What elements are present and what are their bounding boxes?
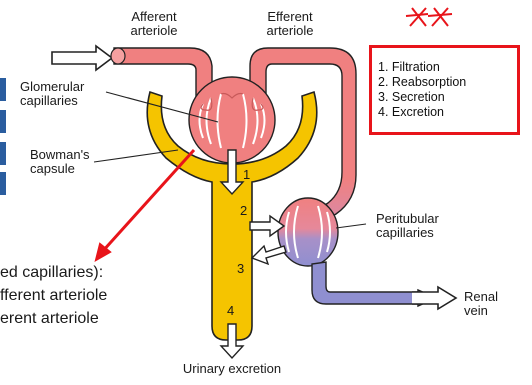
edge-tab [0,172,6,195]
efferent-arteriole-label: Efferent arteriole [248,10,332,39]
step-number-2: 2 [240,204,247,218]
step-number-3: 3 [237,262,244,276]
process-item: 3. Secretion [378,90,517,105]
afferent-arteriole [111,48,212,96]
note-line: fferent arteriole [0,287,107,305]
peritubular-capillaries [278,198,338,266]
secretion-arrow [252,246,286,264]
edge-tab [0,78,6,101]
glomerular-capillaries-label: Glomerular capillaries [20,80,84,109]
step-number-4: 4 [227,304,234,318]
annotation-arrow [96,150,194,260]
edge-tab [0,110,6,133]
inflow-arrow [52,46,112,70]
renal-vein-label: Renal vein [464,290,498,319]
renal-vein [312,262,456,309]
process-item: 2. Reabsorption [378,75,517,90]
note-line: ed capillaries): [0,264,103,282]
process-item: 4. Excretion [378,105,517,120]
process-item: 1. Filtration [378,60,517,75]
edge-tab [0,142,6,165]
process-list-box: 1. Filtration 2. Reabsorption 3. Secreti… [369,45,520,135]
peritubular-capillaries-label: Peritubular capillaries [376,212,439,241]
note-line: erent arteriole [0,310,99,328]
handwritten-mark [406,8,452,26]
urinary-excretion-label: Urinary excretion [172,362,292,376]
step-number-1: 1 [243,168,250,182]
afferent-arteriole-label: Afferent arteriole [112,10,196,39]
bowmans-capsule-label: Bowman's capsule [30,148,90,177]
